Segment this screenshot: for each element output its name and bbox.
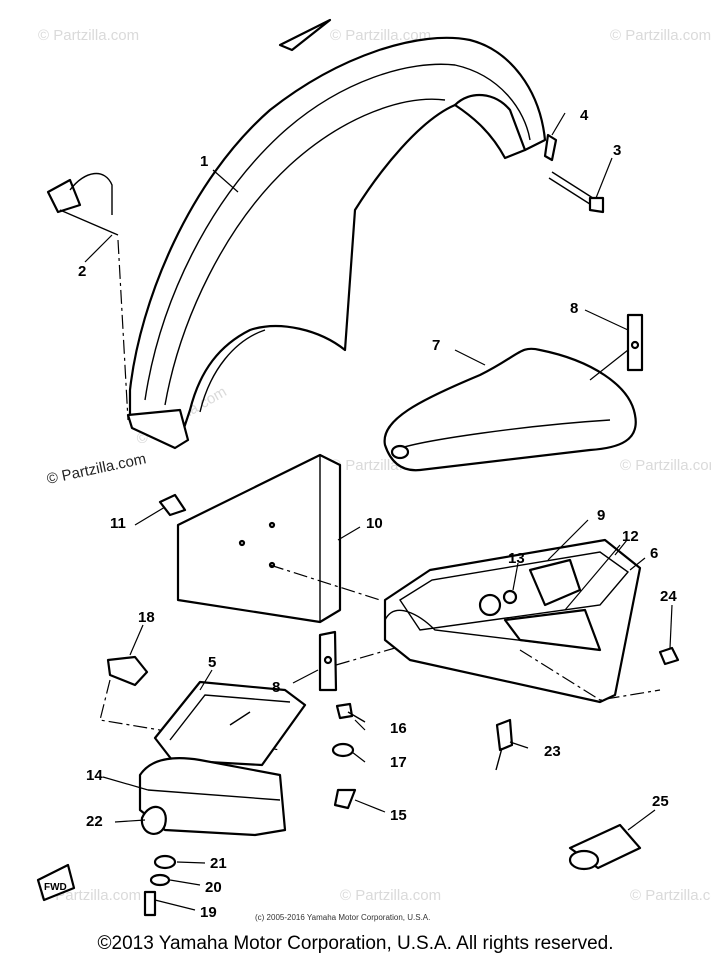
inner-copyright: (c) 2005-2016 Yamaha Motor Corporation, … xyxy=(255,913,430,922)
callout-5: 5 xyxy=(208,654,216,671)
callout-19: 19 xyxy=(200,904,217,921)
callout-23: 23 xyxy=(544,743,561,760)
washer-part-20 xyxy=(149,873,171,887)
callout-10: 10 xyxy=(366,515,383,532)
callout-20: 20 xyxy=(205,879,222,896)
watermark: © Partzilla.com xyxy=(330,27,431,44)
callout-14: 14 xyxy=(86,767,103,784)
cap-part xyxy=(568,823,642,871)
stay-part xyxy=(333,788,357,810)
callout-3: 3 xyxy=(613,142,621,159)
screw-part xyxy=(335,702,366,723)
callout-18: 18 xyxy=(138,609,155,626)
callout-9: 9 xyxy=(597,507,605,524)
callout-25: 25 xyxy=(652,793,669,810)
air-filter-cover xyxy=(153,680,307,767)
callout-4: 4 xyxy=(580,107,589,124)
callout-22: 22 xyxy=(86,813,103,830)
watermark: © Partzilla.com xyxy=(45,450,147,488)
washer-part xyxy=(543,133,558,162)
callout-6: 6 xyxy=(650,545,658,562)
callout-8-lower: 8 xyxy=(272,679,280,696)
front-direction-marker: FWD xyxy=(36,863,76,902)
battery-box xyxy=(383,538,661,704)
nut-part-24 xyxy=(658,646,680,666)
callout-16: 16 xyxy=(390,720,407,737)
callout-1: 1 xyxy=(200,153,208,170)
bracket-part-lower xyxy=(318,630,396,692)
callout-17: 17 xyxy=(390,754,407,771)
callout-8-upper: 8 xyxy=(570,300,578,317)
callout-7: 7 xyxy=(432,337,440,354)
watermark: © Partzilla.com xyxy=(630,887,711,904)
copyright-footer: ©2013 Yamaha Motor Corporation, U.S.A. A… xyxy=(97,933,614,954)
air-filter-case xyxy=(138,757,287,837)
bracket-part-upper xyxy=(589,313,644,381)
callout-21: 21 xyxy=(210,855,227,872)
washer-part-17 xyxy=(331,742,355,758)
watermark: © Partzilla.com xyxy=(38,27,139,44)
watermark: © Partzilla.com xyxy=(340,887,441,904)
watermark: © Partzilla.com xyxy=(620,457,711,474)
callout-11: 11 xyxy=(110,515,126,532)
clip-part xyxy=(46,172,129,421)
callout-15: 15 xyxy=(390,807,407,824)
grommet-part xyxy=(158,493,187,517)
screw-part-19 xyxy=(143,890,157,917)
side-cover-top xyxy=(383,347,637,472)
callout-24: 24 xyxy=(660,588,677,605)
chain-case-cover xyxy=(126,18,547,450)
bolt-part xyxy=(548,171,605,214)
watermark: © Partzilla.com xyxy=(610,27,711,44)
plate-part xyxy=(176,453,381,624)
leader-lines xyxy=(84,112,673,911)
front-marker-label: FWD xyxy=(44,882,67,893)
bolt-part-23 xyxy=(495,718,514,771)
callout-12: 12 xyxy=(622,528,639,545)
callout-13: 13 xyxy=(508,550,525,567)
collar-part-21 xyxy=(153,854,177,870)
callout-2: 2 xyxy=(78,263,86,280)
